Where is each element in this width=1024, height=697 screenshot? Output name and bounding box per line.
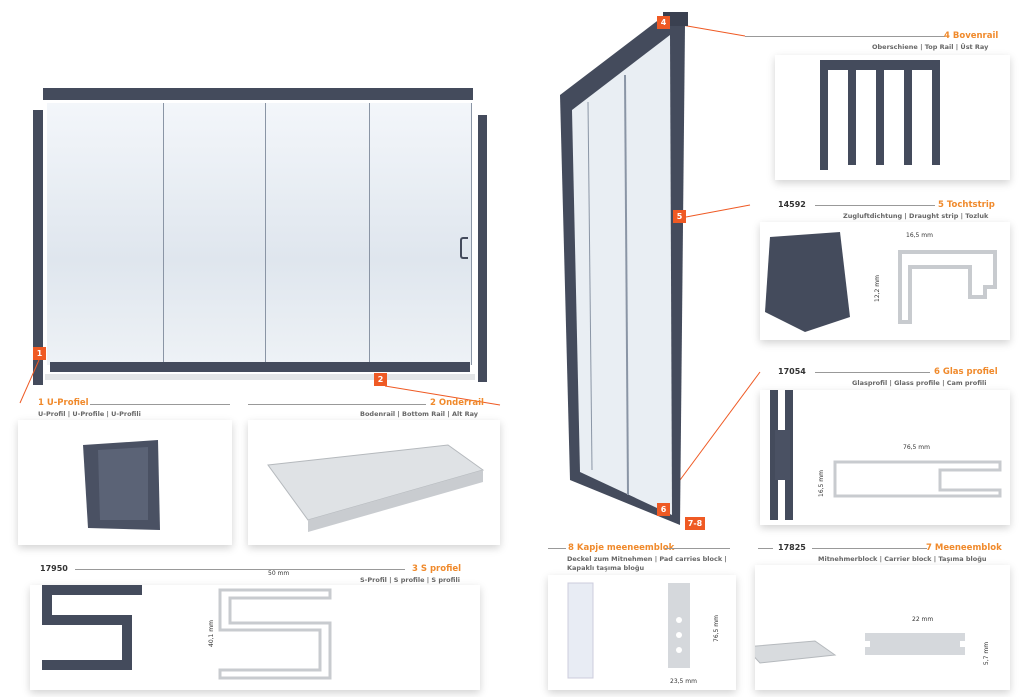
top-rail-title: 4 Bovenrail: [944, 31, 999, 41]
callout-badge-2: 2: [374, 373, 387, 386]
s-profile-width: 50 mm: [268, 570, 290, 577]
draught-strip-title: 5 Tochtstrip: [938, 200, 995, 210]
callout-badge-7-8: 7-8: [685, 517, 705, 530]
carrier-block-code: 17825: [778, 543, 806, 552]
top-rail: [43, 88, 473, 100]
glass-panel: [47, 103, 164, 365]
draught-strip-subtitle: Zugluftdichtung | Draught strip | Tozluk: [843, 212, 989, 220]
glass-profile-height: 16,5 mm: [817, 470, 825, 497]
u-profile-left: [33, 110, 43, 385]
bottom-rail-card: [248, 420, 500, 545]
carrier-block-height: 5,7 mm: [983, 641, 991, 666]
pad-carrier-subtitle: Deckel zum Mitnehmen | Pad carries block…: [567, 555, 727, 563]
pad-carrier-height: 76,5 mm: [712, 615, 720, 642]
glass-profile-title: 6 Glas profiel: [934, 367, 998, 377]
bottom-rail-title: 2 Onderrail: [430, 398, 484, 408]
glass-panel: [266, 103, 370, 365]
callout-badge-4: 4: [657, 16, 670, 29]
door-handle: [460, 237, 468, 259]
glass-profile-code: 17054: [778, 367, 806, 376]
bottom-rail: [45, 374, 475, 380]
glass-profile-width: 76,5 mm: [903, 444, 930, 451]
pad-carrier-width: 23,5 mm: [670, 678, 697, 685]
carrier-block-width: 22 mm: [912, 616, 934, 623]
top-rail-card: [775, 55, 1010, 180]
carrier-block-title: 7 Meeneemblok: [926, 543, 1002, 553]
u-profile-right: [478, 115, 487, 382]
draught-strip-width: 16,5 mm: [906, 232, 933, 239]
u-profile-subtitle: U-Profil | U-Profile | U-Profili: [38, 410, 141, 418]
top-rail-subtitle: Oberschiene | Top Rail | Üst Ray: [872, 43, 989, 51]
pad-carrier-title: 8 Kapje meeneemblok: [568, 543, 675, 553]
draught-strip-code: 14592: [778, 200, 806, 209]
s-profile-title: 3 S profiel: [412, 564, 462, 574]
glass-panel: [370, 103, 472, 365]
glass-profile-subtitle: Glasprofil | Glass profile | Cam profili: [852, 379, 987, 387]
s-profile-code: 17950: [40, 564, 68, 573]
draught-strip-height: 12,2 mm: [873, 275, 881, 302]
carrier-block-subtitle: Mitnehmerblock | Carrier block | Taşıma …: [818, 555, 987, 563]
door-perspective-view: [560, 12, 688, 525]
glass-profile-card: [760, 390, 1010, 525]
u-profile-card: [18, 420, 232, 545]
carrier-block-card: [743, 565, 1010, 690]
glass-panel: [164, 103, 266, 365]
callout-badge-5: 5: [673, 210, 686, 223]
u-profile-title: 1 U-Profiel: [38, 398, 89, 408]
s-profile-height: 40,1 mm: [207, 620, 215, 647]
s-profile-card: [30, 585, 480, 690]
callout-badge-6: 6: [657, 503, 670, 516]
glass-profile-bottom: [50, 362, 470, 372]
draught-strip-card: [760, 222, 1010, 340]
callout-badge-1: 1: [33, 347, 46, 360]
pad-carrier-card: [548, 575, 736, 690]
pad-carrier-subtitle-2: Kapaklı taşıma bloğu: [567, 564, 645, 572]
s-profile-subtitle: S-Profil | S profile | S profili: [360, 576, 460, 584]
bottom-rail-subtitle: Bodenrail | Bottom Rail | Alt Ray: [360, 410, 478, 418]
